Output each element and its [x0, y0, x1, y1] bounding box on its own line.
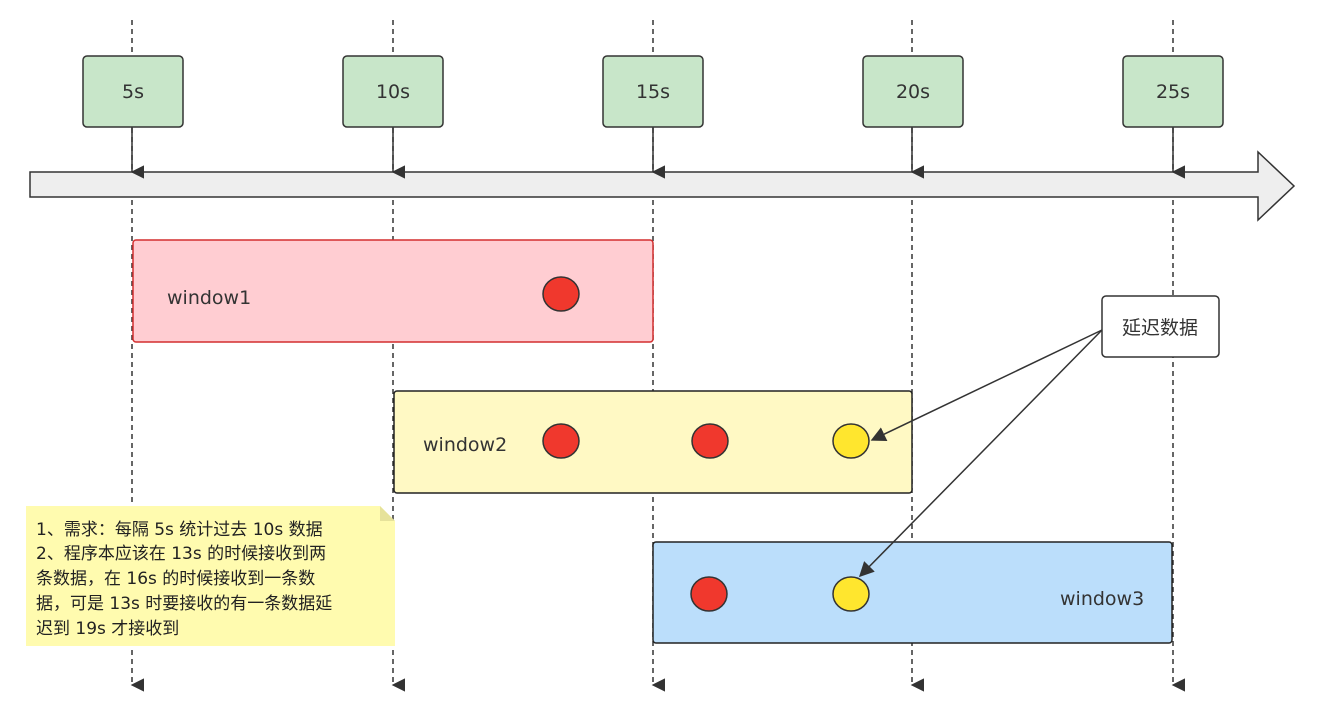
tick-connectors: [130, 127, 1186, 179]
window2-box: window2: [393, 390, 913, 494]
tick-label: 25s: [1156, 81, 1190, 103]
note-line: 1、需求：每隔 5s 统计过去 10s 数据: [36, 520, 323, 540]
tick-box-15s: 15s: [602, 55, 704, 128]
note-line: 2、程序本应该在 13s 的时候接收到两: [36, 544, 326, 564]
tick-label: 5s: [122, 81, 144, 103]
window3-box: window3: [652, 541, 1173, 644]
window-label: window2: [423, 434, 507, 456]
on-time-event: [542, 423, 580, 459]
sticky-note: 1、需求：每隔 5s 统计过去 10s 数据 2、程序本应该在 13s 的时候接…: [26, 506, 395, 646]
tick-label: 15s: [636, 81, 670, 103]
late-data-callout: 延迟数据: [1101, 295, 1220, 358]
note-line: 据，可是 13s 时要接收的有一条数据延: [36, 594, 332, 614]
tick-box-10s: 10s: [342, 55, 444, 128]
tick-box-5s: 5s: [82, 55, 184, 128]
on-time-event: [542, 276, 580, 312]
timeline-arrow: [29, 150, 1296, 222]
late-event: [832, 423, 870, 459]
window-label: window3: [1060, 588, 1144, 610]
window1-box: window1: [132, 239, 654, 343]
on-time-event: [691, 423, 729, 459]
tick-label: 10s: [376, 81, 410, 103]
window-label: window1: [167, 287, 251, 309]
on-time-event: [690, 576, 728, 612]
late-event: [832, 576, 870, 612]
callout-label: 延迟数据: [1122, 317, 1198, 339]
callout-arrow-window2: [870, 329, 1103, 441]
tick-box-25s: 25s: [1122, 55, 1224, 128]
note-line: 迟到 19s 才接收到: [36, 619, 179, 639]
tick-label: 20s: [896, 81, 930, 103]
callout-arrow-window3: [858, 329, 1103, 578]
note-line: 条数据，在 16s 的时候接收到一条数: [36, 569, 315, 589]
tick-box-20s: 20s: [862, 55, 964, 128]
